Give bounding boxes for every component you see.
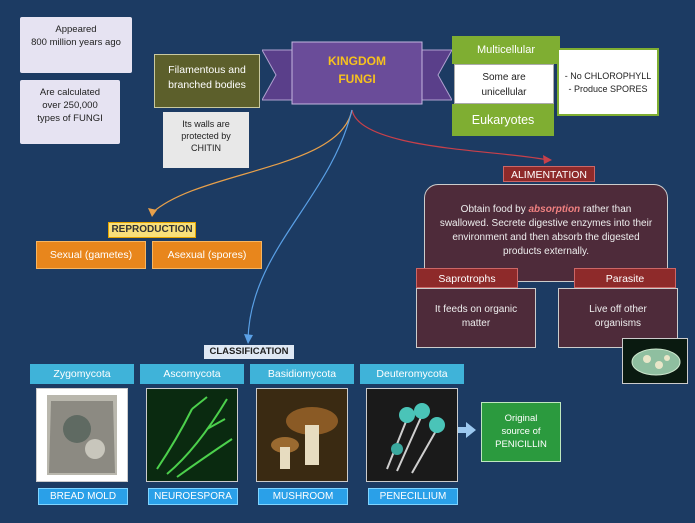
note-text: 800 million years ago bbox=[31, 37, 121, 48]
chitin-text: CHITIN bbox=[191, 143, 221, 153]
note-appeared: Appeared 800 million years ago bbox=[20, 17, 132, 73]
filamentous-text: Filamentous and bbox=[168, 64, 246, 76]
unicellular-box: Some are unicellular bbox=[454, 64, 554, 104]
saprotrophs-text: It feeds on organic bbox=[434, 304, 518, 315]
note-calculated: Are calculated over 250,000 types of FUN… bbox=[20, 80, 120, 144]
penicillin-text: source of bbox=[501, 426, 541, 437]
note-text: Are calculated bbox=[39, 87, 101, 98]
alimentation-box: Obtain food by absorption rather than sw… bbox=[424, 184, 668, 282]
example-penecillium: PENECILLIUM bbox=[368, 488, 458, 505]
parasite-text: Live off other bbox=[589, 304, 647, 315]
penicillin-text: Original bbox=[504, 413, 538, 424]
neuroespora-image bbox=[146, 388, 238, 482]
kingdom-title: KINGDOM FUNGI bbox=[292, 52, 422, 88]
group-head-basidiomycota: Basidiomycota bbox=[250, 364, 354, 384]
group-head-ascomycota: Ascomycota bbox=[140, 364, 244, 384]
parasite-image bbox=[622, 338, 688, 384]
filamentous-text: branched bodies bbox=[168, 79, 246, 91]
note-text: over 250,000 bbox=[42, 100, 98, 111]
note-text: types of FUNGI bbox=[37, 113, 103, 124]
alimentation-text: rather than swallowed. Secrete digestive… bbox=[439, 204, 653, 257]
parasite-text: organisms bbox=[594, 318, 642, 329]
example-neuroespora: NEUROESPORA bbox=[148, 488, 238, 505]
eukaryotes-box: Eukaryotes bbox=[452, 104, 554, 136]
title-ribbon bbox=[262, 41, 452, 105]
filamentous-box: Filamentous and branched bodies bbox=[154, 54, 260, 108]
unicellular-text: unicellular bbox=[481, 87, 527, 98]
features-text: - Produce SPORES bbox=[568, 84, 648, 94]
parasite-label: Parasite bbox=[574, 268, 676, 288]
classification-label: CLASSIFICATION bbox=[204, 345, 294, 359]
title-line: FUNGI bbox=[338, 72, 376, 86]
penecillium-image bbox=[366, 388, 458, 482]
sexual-box: Sexual (gametes) bbox=[36, 241, 146, 269]
unicellular-text: Some are bbox=[482, 72, 526, 83]
group-head-deuteromycota: Deuteromycota bbox=[360, 364, 464, 384]
alimentation-text: Obtain food by bbox=[460, 204, 529, 215]
chitin-text: Its walls are bbox=[182, 119, 230, 129]
features-box: - No CHLOROPHYLL - Produce SPORES bbox=[557, 48, 659, 116]
reproduction-label: REPRODUCTION bbox=[108, 222, 196, 238]
multicellular-box: Multicellular bbox=[452, 36, 560, 64]
saprotrophs-text: matter bbox=[461, 318, 491, 329]
chitin-box: Its walls are protected by CHITIN bbox=[163, 112, 249, 168]
features-text: - No CHLOROPHYLL bbox=[564, 71, 652, 81]
asexual-box: Asexual (spores) bbox=[152, 241, 262, 269]
note-text: Appeared bbox=[55, 24, 97, 35]
example-bread-mold: BREAD MOLD bbox=[38, 488, 128, 505]
saprotrophs-label: Saprotrophs bbox=[416, 268, 518, 288]
saprotrophs-box: It feeds on organic matter bbox=[416, 288, 536, 348]
penicillin-box: Original source of PENICILLIN bbox=[481, 402, 561, 462]
title-line: KINGDOM bbox=[328, 54, 386, 68]
bread-mold-image bbox=[36, 388, 128, 482]
penicillin-text: PENICILLIN bbox=[495, 439, 547, 450]
example-mushroom: MUSHROOM bbox=[258, 488, 348, 505]
alimentation-label: ALIMENTATION bbox=[503, 166, 595, 182]
group-head-zygomycota: Zygomycota bbox=[30, 364, 134, 384]
chitin-text: protected by bbox=[181, 131, 231, 141]
mushroom-image bbox=[256, 388, 348, 482]
alimentation-emphasis: absorption bbox=[528, 204, 581, 215]
